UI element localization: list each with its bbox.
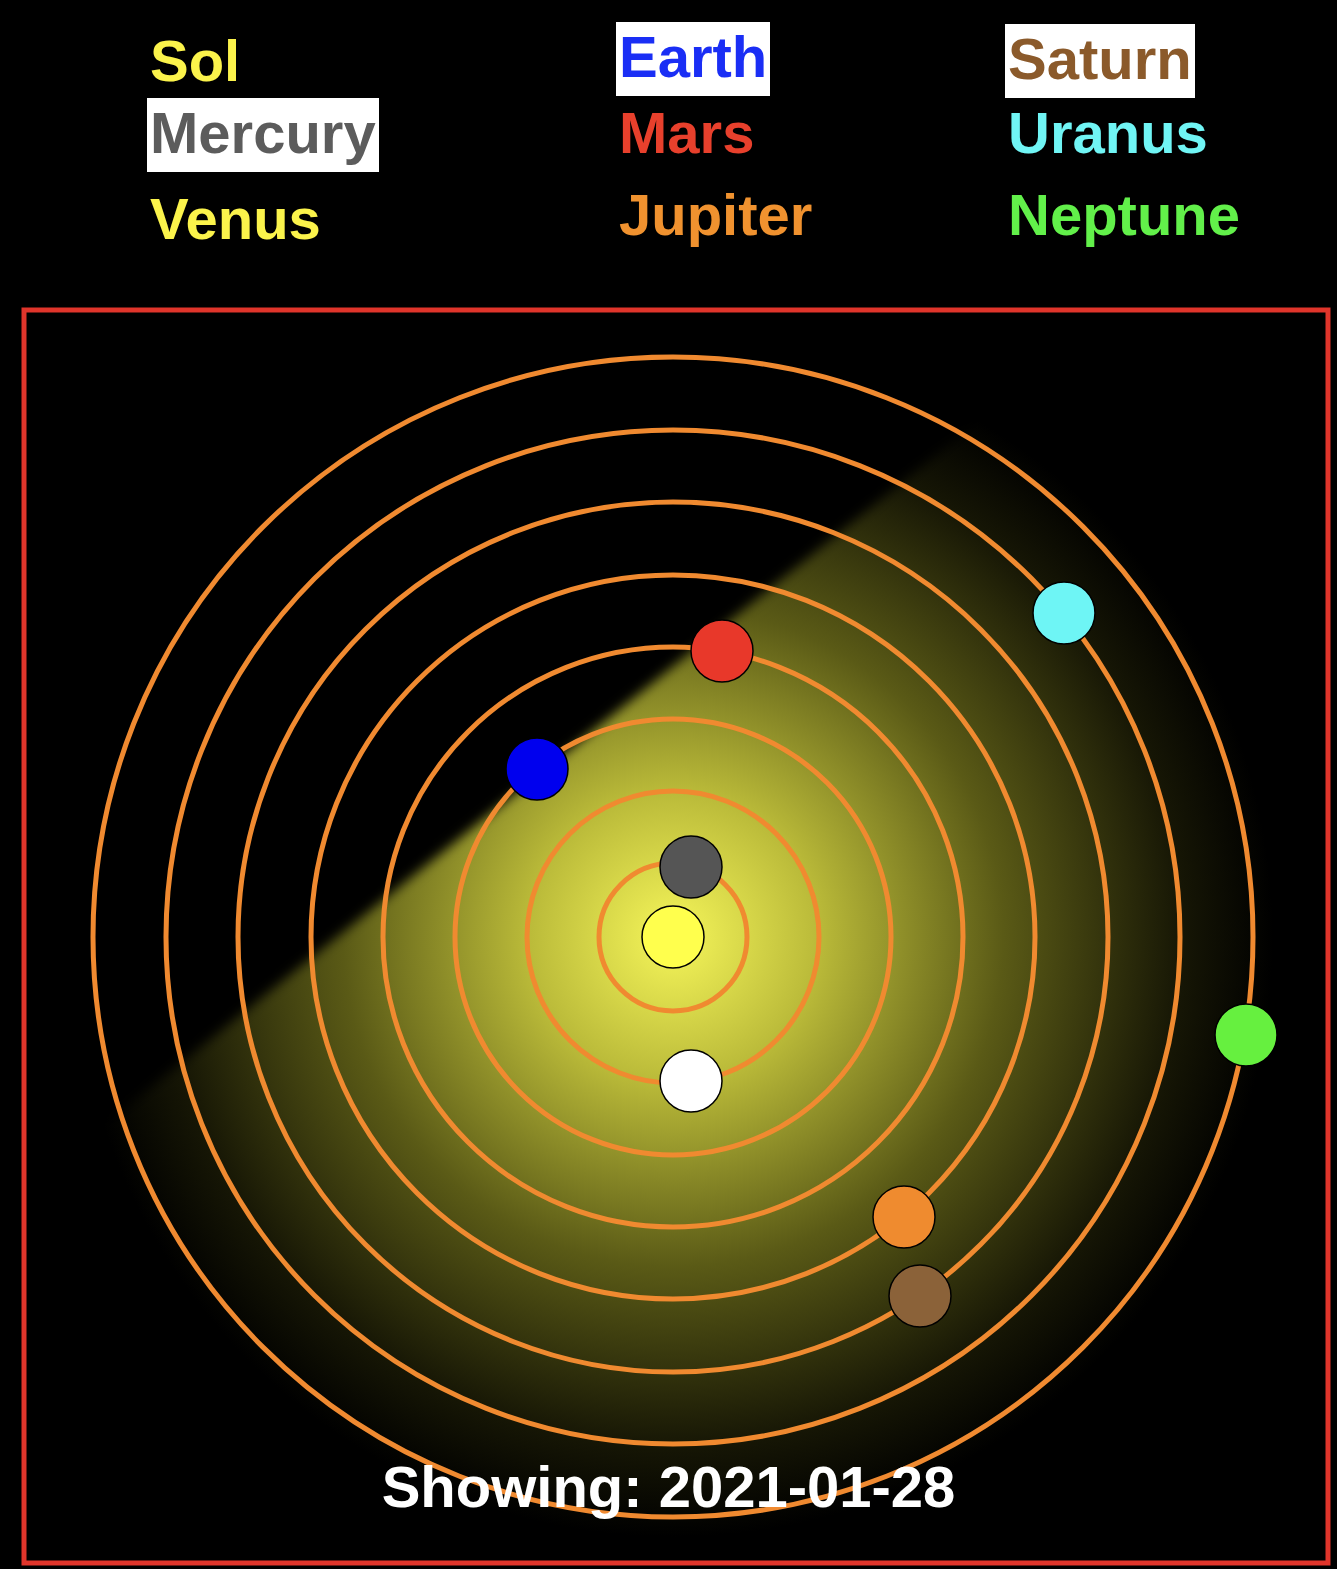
orbit	[383, 647, 963, 1227]
legend-swatch: Mercury	[147, 98, 379, 172]
planets	[506, 582, 1277, 1327]
saturn	[889, 1265, 951, 1327]
legend-swatch: Neptune	[1005, 180, 1243, 254]
legend-swatch: Earth	[616, 22, 770, 96]
legend-label: Neptune	[1008, 182, 1240, 247]
orbit	[238, 502, 1108, 1372]
legend-swatch: Jupiter	[616, 180, 815, 254]
legend-label: Earth	[619, 24, 767, 89]
orbit	[527, 791, 819, 1083]
legend-swatch: Saturn	[1005, 24, 1195, 98]
orbit	[166, 430, 1180, 1444]
legend-label: Venus	[150, 186, 321, 251]
neptune	[1215, 1004, 1277, 1066]
legend-label: Uranus	[1008, 100, 1208, 165]
venus	[660, 1050, 722, 1112]
orbits	[93, 357, 1253, 1517]
orbit	[455, 719, 891, 1155]
frame	[24, 310, 1328, 1563]
legend-label: Mars	[619, 100, 754, 165]
mercury	[660, 836, 722, 898]
orbit	[93, 357, 1253, 1517]
legend-label: Sol	[150, 28, 240, 93]
jupiter	[873, 1186, 935, 1248]
orbit	[311, 575, 1035, 1299]
earth	[506, 738, 568, 800]
legend-swatch: Venus	[147, 184, 324, 258]
date-caption: Showing: 2021-01-28	[0, 1458, 1337, 1516]
mars	[691, 620, 753, 682]
legend-label: Saturn	[1008, 26, 1192, 91]
uranus	[1033, 582, 1095, 644]
legend-label: Mercury	[150, 100, 376, 165]
sun	[642, 906, 704, 968]
legend-swatch: Mars	[616, 98, 757, 172]
legend-label: Jupiter	[619, 182, 812, 247]
legend-swatch: Sol	[147, 26, 243, 100]
legend-swatch: Uranus	[1005, 98, 1211, 172]
